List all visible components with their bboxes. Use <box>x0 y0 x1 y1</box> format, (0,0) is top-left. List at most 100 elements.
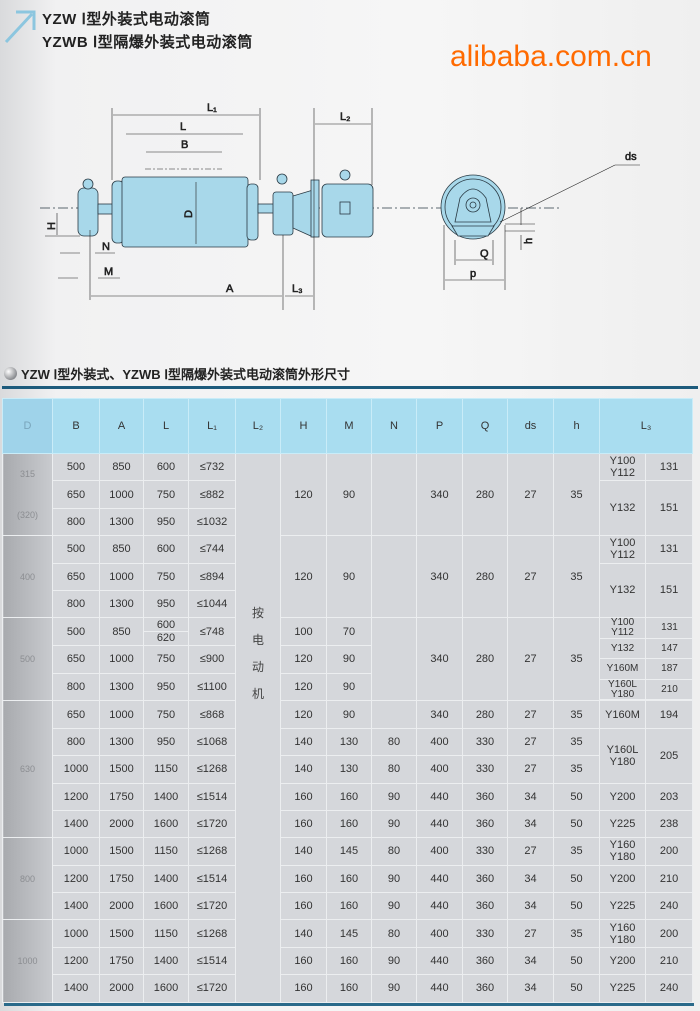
cell-P: 400 <box>416 755 463 784</box>
cell-motor-model: Y100 Y112 <box>599 452 646 482</box>
d-value: 800 <box>19 873 36 884</box>
cell-B: 500 <box>52 452 100 482</box>
cell-Q: 280 <box>462 535 508 619</box>
cell-B: 1400 <box>52 892 100 921</box>
bottom-divider <box>4 1003 694 1006</box>
cell-A: 1500 <box>99 755 144 784</box>
cell-L1: ≤1720 <box>188 974 236 1003</box>
cell-H: 160 <box>280 946 327 976</box>
cell-H: 140 <box>280 755 327 784</box>
cell-ds: 34 <box>507 892 554 921</box>
cell-L1: ≤894 <box>188 562 236 591</box>
cell-A: 1000 <box>99 480 144 509</box>
cell-B: 1400 <box>52 974 100 1003</box>
cell-Q: 360 <box>462 864 508 894</box>
cell-M: 70 <box>326 617 372 646</box>
cell-L: 1150 <box>143 919 189 948</box>
cell-h: 35 <box>553 919 600 948</box>
cell-motor-model: Y160 Y180 <box>599 919 646 948</box>
column-header: B <box>52 398 100 454</box>
cell-P: 440 <box>416 892 463 921</box>
cell-N: 90 <box>371 864 417 894</box>
cell-M: 145 <box>326 919 372 948</box>
cell-motor-model: Y132 <box>599 562 646 619</box>
cell-L2: 按电动机 <box>235 453 281 1003</box>
cell-h: 35 <box>553 837 600 866</box>
dimension-diagram: L₁ L B L₂ D H N M A L₃ ds Q p h <box>40 102 640 310</box>
cell-A: 850 <box>99 452 144 482</box>
cell-B: 650 <box>52 480 100 509</box>
cell-ds: 27 <box>507 452 554 537</box>
cell-L: 600 <box>143 535 189 564</box>
cell-Q: 360 <box>462 892 508 921</box>
cell-L3: 200 <box>644 919 694 948</box>
cell-A: 1750 <box>99 946 144 976</box>
dim-L1: L₁ <box>207 102 217 114</box>
cell-L: 1150 <box>143 755 189 784</box>
cell-L1: ≤1044 <box>188 589 236 619</box>
cell-A: 1000 <box>99 645 144 674</box>
cell-L: 950 <box>143 589 189 619</box>
cell-L1: ≤1514 <box>188 782 236 811</box>
cell-L: 1400 <box>143 946 189 976</box>
d-value: 500 <box>19 654 36 665</box>
cell-L3: 200 <box>644 837 694 866</box>
cell-A: 1750 <box>99 782 144 811</box>
d-value: (320) <box>16 509 38 520</box>
d-value: 630 <box>19 764 36 775</box>
cell-motor-model: Y200 <box>599 946 646 976</box>
column-header: ds <box>507 398 554 454</box>
cell-L3: 240 <box>644 974 694 1003</box>
cell-L1: ≤900 <box>188 645 236 674</box>
cell-H: 120 <box>280 452 327 537</box>
l-value: 600 <box>144 619 188 632</box>
cell-L: 1600 <box>143 974 189 1003</box>
cell-H: 120 <box>280 535 327 619</box>
cell-Q: 360 <box>462 809 508 839</box>
dim-h: h <box>523 238 535 244</box>
motor-L3: 147 <box>646 639 693 660</box>
cell-L3: 151 <box>644 562 694 619</box>
watermark: alibaba.com.cn <box>450 40 652 73</box>
cell-A: 1300 <box>99 672 144 702</box>
cell-L: 1400 <box>143 782 189 811</box>
cell-L: 750 <box>143 562 189 591</box>
cell-P: 400 <box>416 727 463 757</box>
cell-motor-model: Y132 <box>599 480 646 537</box>
cell-L: 600 <box>143 452 189 482</box>
cell-M: 90 <box>326 700 372 729</box>
column-header: Q <box>462 398 508 454</box>
cell-h: 35 <box>553 727 600 757</box>
cell-L: 950 <box>143 507 189 537</box>
cell-B: 500 <box>52 535 100 564</box>
cell-A: 1000 <box>99 700 144 729</box>
cell-L1: ≤1068 <box>188 727 236 757</box>
cell-M: 160 <box>326 809 372 839</box>
d-values: 800 <box>3 838 52 919</box>
cell-N: 80 <box>371 837 417 866</box>
cell-L3: 194 <box>644 700 694 729</box>
cell-Q: 330 <box>462 727 508 757</box>
cell-Q: 330 <box>462 837 508 866</box>
cell-h: 50 <box>553 974 600 1003</box>
cell-L: 950 <box>143 672 189 702</box>
cell-h: 50 <box>553 782 600 811</box>
cell-L1: ≤744 <box>188 535 236 564</box>
cell-B: 800 <box>52 727 100 757</box>
cell-A: 1000 <box>99 562 144 591</box>
cell-L1: ≤868 <box>188 700 236 729</box>
cell-P: 440 <box>416 809 463 839</box>
l-value: 620 <box>156 631 176 644</box>
cell-M: 145 <box>326 837 372 866</box>
motor-model: Y100 Y112 <box>600 618 646 639</box>
dim-L2: L₂ <box>340 111 350 123</box>
cell-B: 1200 <box>52 782 100 811</box>
cell-D: 400 <box>2 535 53 619</box>
